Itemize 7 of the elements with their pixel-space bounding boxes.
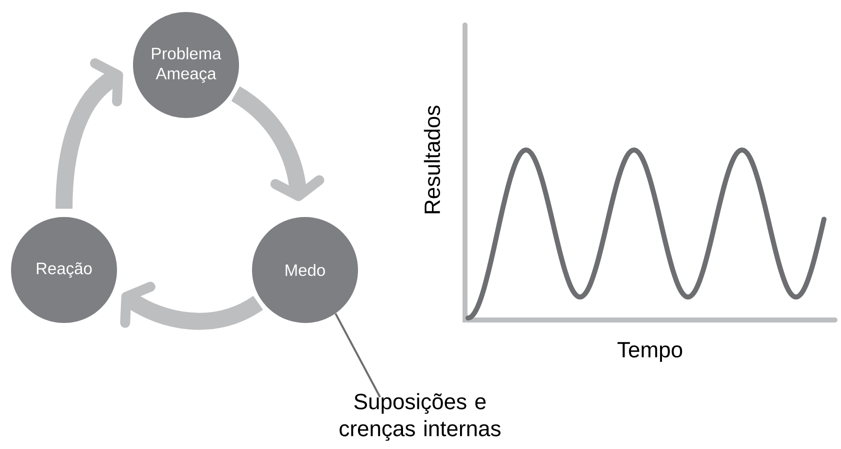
leader-line (334, 313, 381, 398)
cycle-arrow (120, 282, 263, 330)
axis-label: Resultados (424, 106, 440, 214)
cycle-arrow (56, 58, 124, 209)
cycle-arrow (230, 86, 324, 202)
axis-label: Tempo (617, 342, 682, 362)
note-text: Suposições e crenças internas (340, 393, 500, 441)
